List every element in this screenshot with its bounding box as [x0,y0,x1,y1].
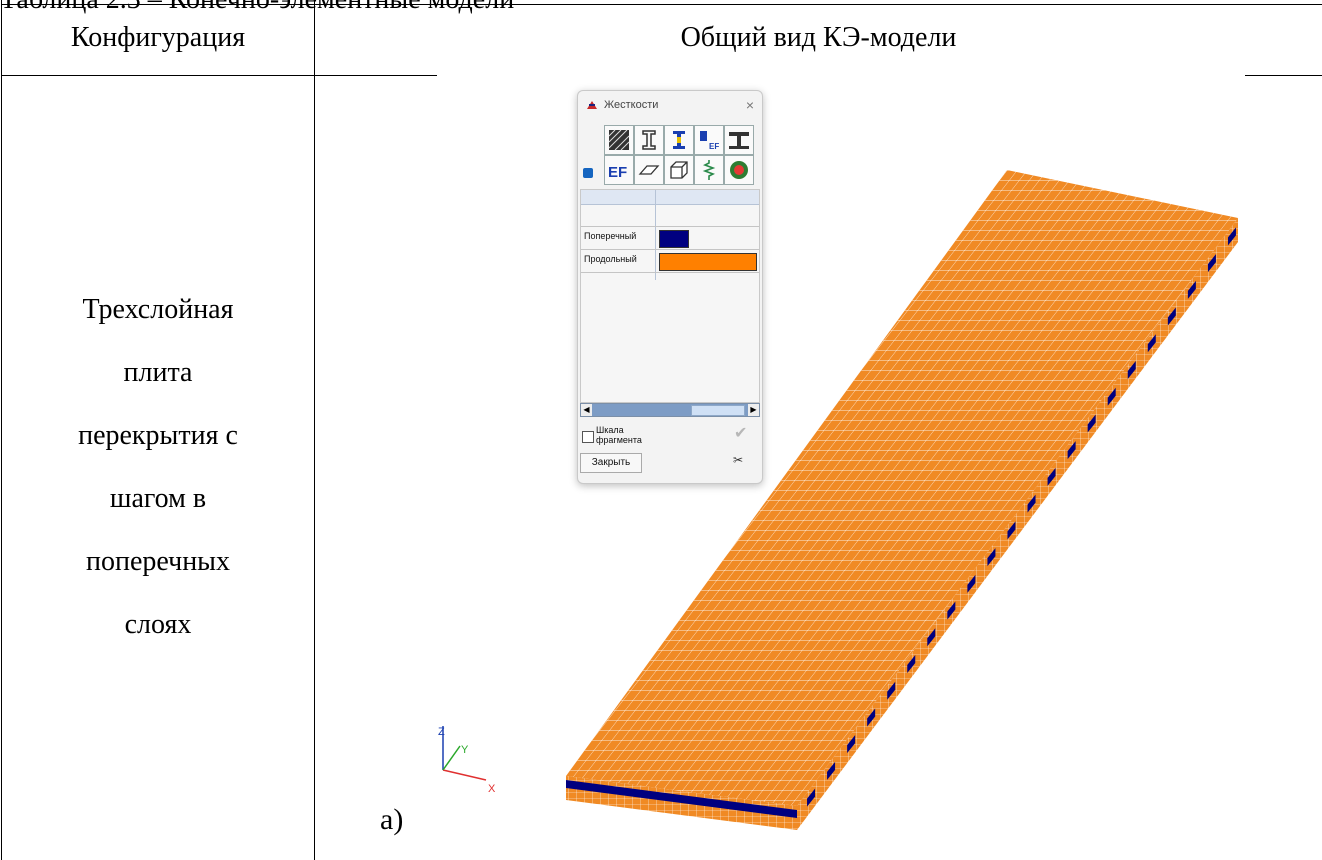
transverse-rib [887,681,896,700]
transverse-rib [1187,280,1196,299]
transverse-rib [1167,307,1176,326]
hatch-icon[interactable] [604,125,634,155]
frame-section-icon[interactable] [724,125,754,155]
transverse-rib [1147,334,1156,353]
transverse-rib [847,735,856,754]
transverse-rib [967,574,976,593]
close-icon[interactable]: × [745,97,754,113]
grid-row-transverse[interactable]: Поперечный [581,227,759,250]
transverse-rib [1007,521,1016,540]
axes-triad: Z Y X [438,726,496,795]
scroll-left-icon[interactable]: ◀ [581,404,592,416]
color-swatch-longitudinal[interactable] [659,253,757,271]
grid-column-separator [655,190,656,280]
dialog-titlebar[interactable]: Жесткости × [584,97,756,115]
header-configuration: Конфигурация [70,22,246,53]
fragment-scale-label: Шкала фрагмента [596,425,642,445]
svg-text:EF: EF [608,164,627,181]
scroll-thumb[interactable] [691,405,745,416]
transverse-rib [867,708,876,727]
config-line: Трехслойная [82,294,234,325]
horizontal-scrollbar[interactable]: ◀ ▶ [580,403,760,417]
header-model-view: Общий вид КЭ-модели [680,22,957,53]
stiffness-dialog: Жесткости × EF EF Поперечный Продольный … [577,90,763,484]
table-caption: Таблица 2.3 – Конечно-элементные модели [0,0,514,14]
dialog-title: Жесткости [604,99,659,111]
config-line: плита [123,357,193,388]
figure-label: а) [380,803,404,836]
app-logo-icon [587,101,597,109]
stiffness-toolbar: EF EF [604,125,756,185]
close-button[interactable]: Закрыть [580,453,642,473]
transverse-rib [1127,361,1136,379]
config-line: поперечных [85,546,230,577]
transverse-rib [1227,227,1236,246]
transverse-rib [907,655,916,673]
transverse-rib [947,601,956,620]
blue-i-beam-icon[interactable] [664,125,694,155]
axis-y-label: Y [461,744,469,756]
axis-z-label: Z [438,726,445,738]
transverse-rib [1207,254,1216,273]
ef-icon[interactable]: EF [604,155,634,185]
transverse-rib [827,761,836,780]
svg-text:EF: EF [709,142,719,151]
table-border-left [1,0,2,860]
record-icon[interactable] [724,155,754,185]
row-label-longitudinal: Продольный [584,254,637,264]
config-line: перекрытия с [78,420,238,451]
transverse-ribs [807,227,1236,807]
table-column-divider [314,0,315,860]
transverse-rib [927,628,936,647]
configuration-description: Трехслойная плита перекрытия с шагом в п… [2,278,314,656]
fragment-scale-checkbox[interactable] [582,431,594,443]
transverse-rib [1027,494,1036,513]
transverse-rib [987,548,996,567]
axis-x-label: X [488,783,496,795]
color-swatch-transverse[interactable] [659,230,689,248]
transverse-rib [807,788,816,807]
spring-icon[interactable] [694,155,724,185]
transverse-rib [1047,467,1056,486]
ef-section-icon[interactable]: EF [694,125,724,155]
grid-header [581,190,759,205]
scissors-icon[interactable]: ✂ [733,453,744,467]
transverse-rib [1067,441,1076,460]
grid-row-longitudinal[interactable]: Продольный [581,250,759,273]
plate-icon[interactable] [634,155,664,185]
checkmark-icon[interactable]: ✔ [734,425,748,442]
scroll-right-icon[interactable]: ▶ [748,404,759,416]
slab-top-face [566,170,1238,806]
table-top-border [1,4,1322,5]
blue-checkbox[interactable] [583,168,593,178]
row-label-transverse: Поперечный [584,231,637,241]
transverse-rib [1107,387,1116,406]
transverse-rib [1087,414,1096,433]
grid-row-empty [581,205,759,227]
i-beam-icon[interactable] [634,125,664,155]
stiffness-grid: Поперечный Продольный [580,189,760,403]
slab-front-transverse-layer [566,780,797,818]
table-header-divider-right [1245,75,1322,76]
config-line: шагом в [109,483,207,514]
config-line: слоях [124,609,192,640]
table-header-divider [1,75,437,76]
solid-icon[interactable] [664,155,694,185]
